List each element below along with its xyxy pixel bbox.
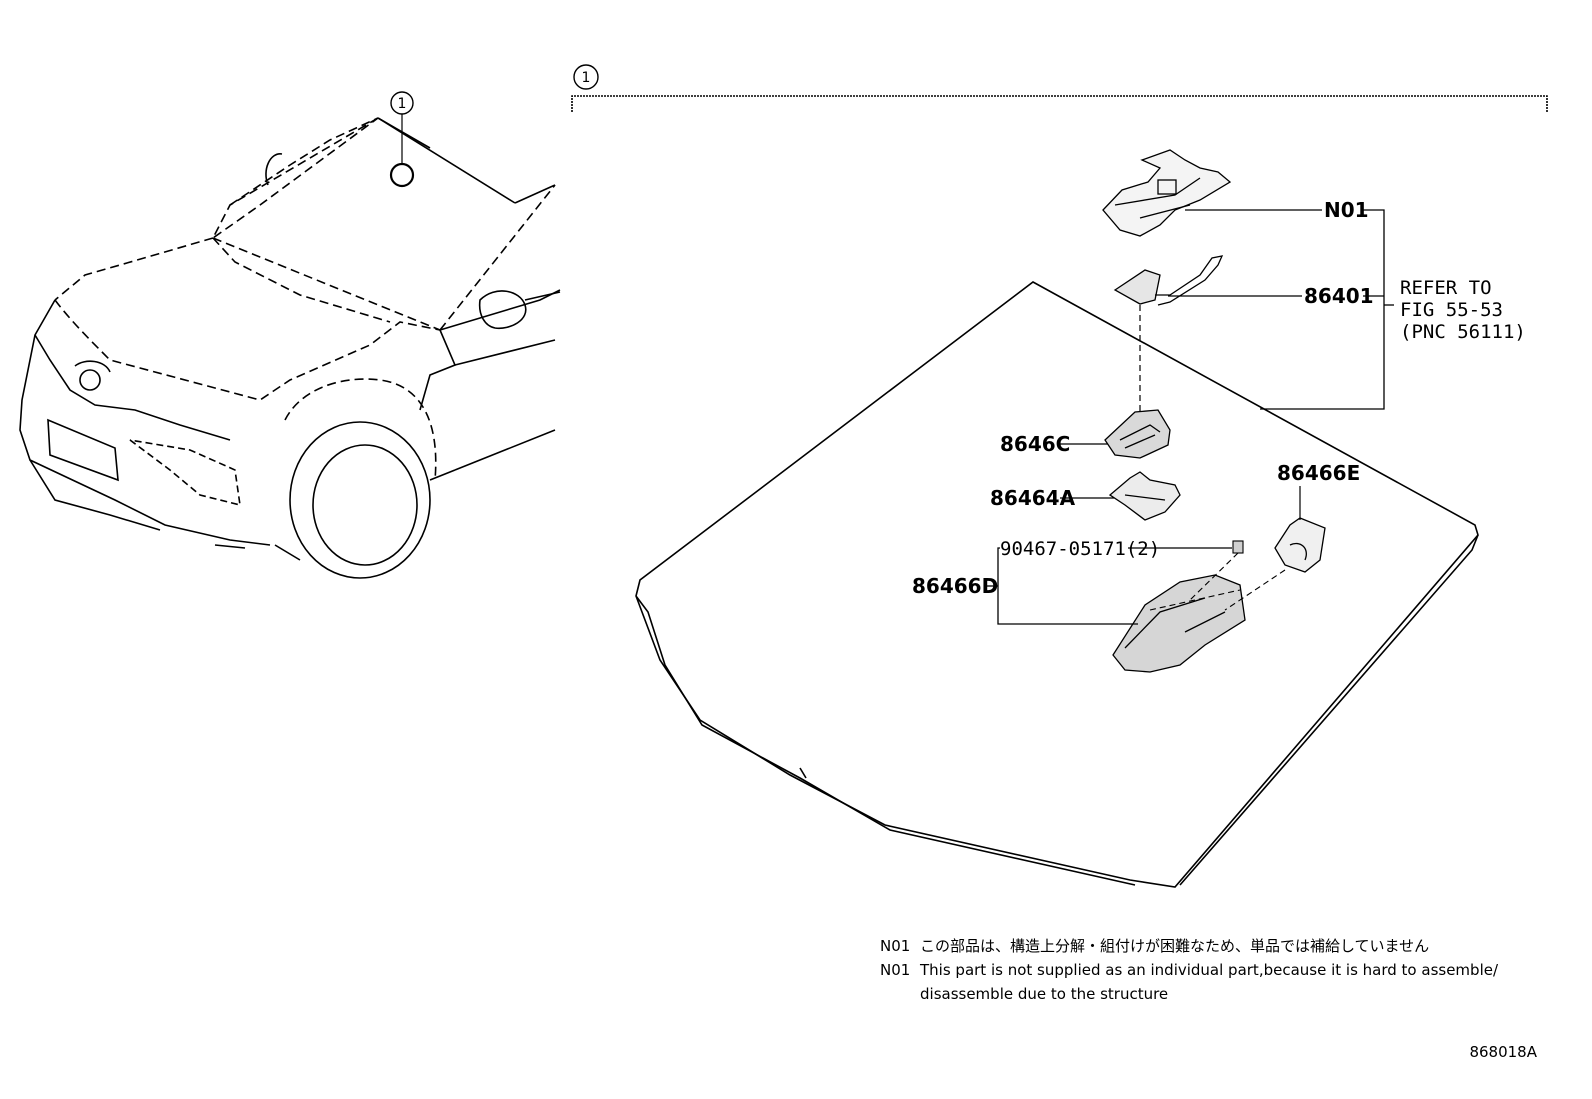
part-n01-bracket bbox=[1102, 149, 1232, 237]
note-en-text-2: disassemble due to the structure bbox=[920, 985, 1168, 1003]
label-90467: 90467-05171(2) bbox=[1000, 538, 1160, 560]
label-86466d-bracket bbox=[986, 547, 1138, 625]
refer-bracket bbox=[1260, 209, 1394, 410]
note-jp-text: この部品は、構造上分解・組付けが困難なため、単品では補給していません bbox=[920, 937, 1429, 955]
label-8646c: 8646C bbox=[1000, 432, 1070, 456]
part-90467-clip bbox=[1232, 540, 1244, 554]
label-86464a: 86464A bbox=[990, 486, 1076, 510]
sensor-location-marker bbox=[389, 162, 415, 188]
part-86466e bbox=[1274, 517, 1326, 573]
car-callout: 1 bbox=[389, 91, 415, 188]
refer-line-3: (PNC 56111) bbox=[1400, 321, 1526, 343]
note-en-code: N01 bbox=[880, 961, 910, 979]
note-en-text-1: This part is not supplied as an individu… bbox=[919, 961, 1499, 979]
label-86466d: 86466D bbox=[912, 574, 998, 598]
part-86464a bbox=[1108, 471, 1181, 521]
label-86401: 86401 bbox=[1304, 284, 1374, 308]
part-8646c bbox=[1104, 409, 1171, 459]
label-n01: N01 bbox=[1324, 198, 1369, 222]
car-illustration bbox=[19, 117, 561, 579]
figure-code: 868018A bbox=[1469, 1043, 1537, 1061]
note-jp-code: N01 bbox=[880, 937, 910, 955]
assembly-callout-number: 1 bbox=[582, 70, 591, 86]
windshield-glass bbox=[635, 281, 1479, 888]
part-86401 bbox=[1113, 255, 1224, 306]
assembly-bracket: 1 bbox=[571, 64, 1548, 112]
label-86466e: 86466E bbox=[1277, 461, 1360, 485]
car-callout-number: 1 bbox=[398, 96, 407, 112]
part-86466d bbox=[1112, 574, 1246, 673]
assembly-dashed-guides bbox=[1149, 552, 1286, 611]
refer-line-2: FIG 55-53 bbox=[1400, 299, 1503, 321]
refer-line-1: REFER TO bbox=[1400, 277, 1492, 299]
